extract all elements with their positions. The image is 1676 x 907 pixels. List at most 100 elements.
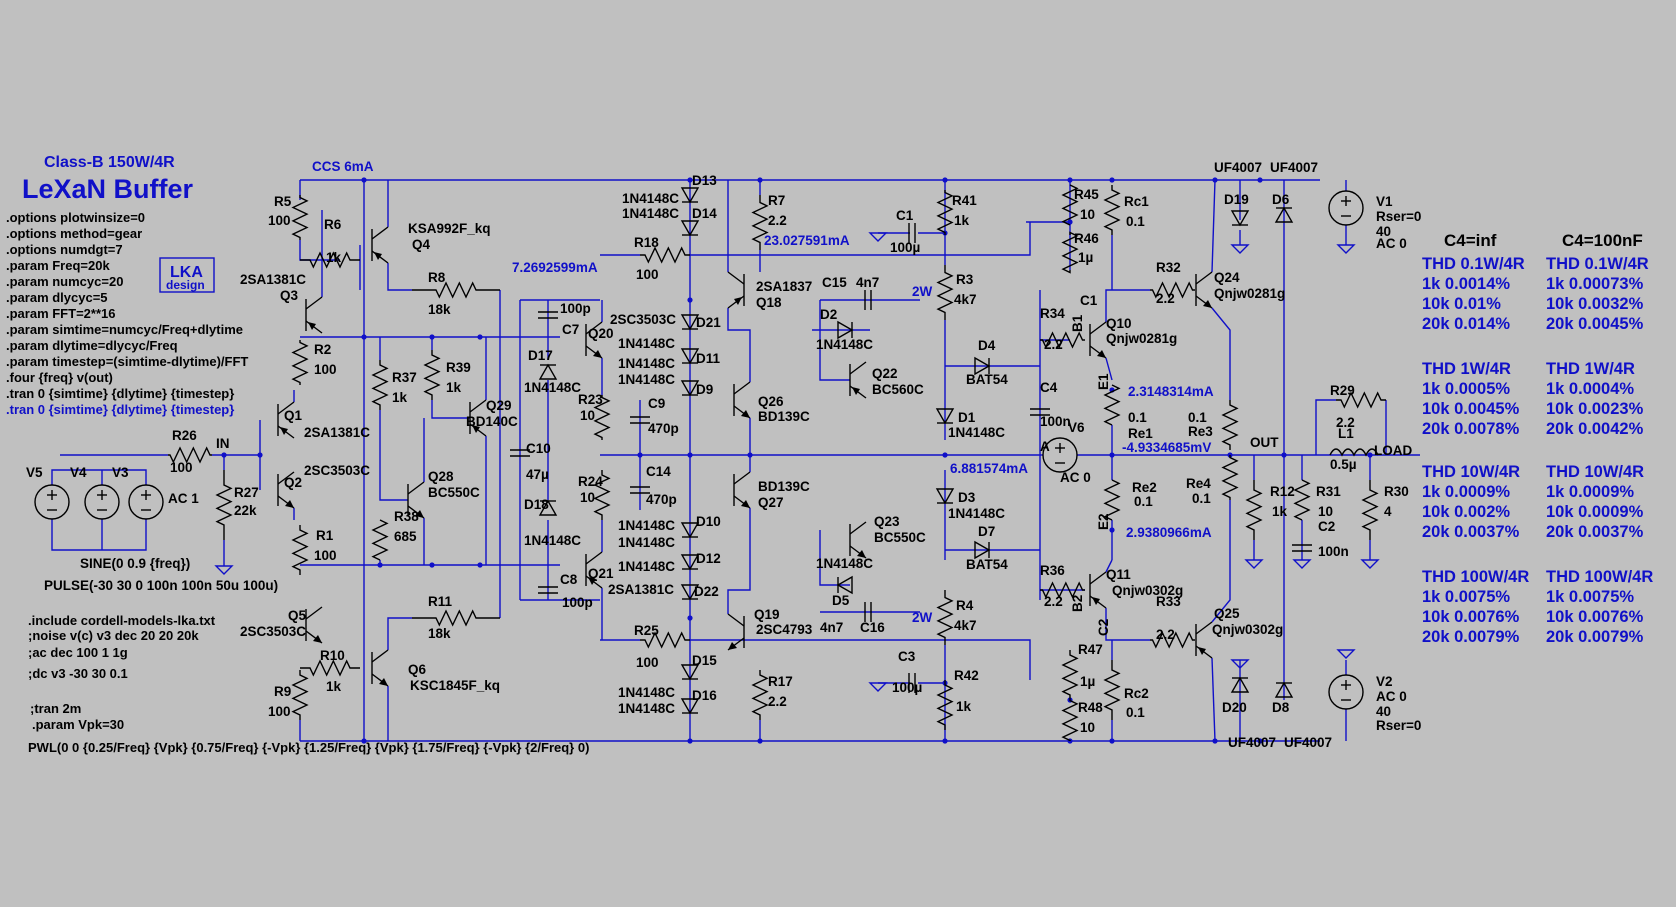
svg-text:Rser=0: Rser=0 (1376, 209, 1421, 224)
svg-text:Q5: Q5 (288, 608, 307, 623)
svg-text:47µ: 47µ (526, 467, 549, 482)
svg-text:R36: R36 (1040, 563, 1065, 578)
wire (1105, 608, 1112, 641)
junction-dot (361, 334, 367, 340)
transistor-arrow (280, 427, 288, 435)
svg-text:1N4148C: 1N4148C (618, 535, 675, 550)
transistor-collector (407, 481, 425, 495)
diode-symbol (538, 363, 558, 380)
svg-text:.param Freq=20k: .param Freq=20k (6, 258, 110, 273)
diode-symbol (680, 187, 700, 204)
svg-text:THD 10W/4R: THD 10W/4R (1422, 463, 1520, 481)
wire (51, 469, 147, 485)
wire (690, 222, 1031, 256)
diode-symbol (935, 488, 955, 505)
resistor-symbol (1061, 650, 1079, 700)
diode-symbol (1274, 206, 1294, 223)
wire (1105, 357, 1113, 381)
transistor-arrow (313, 635, 322, 643)
rotated-net-labels: B1 E1 E2 B2 C2 (1070, 314, 1111, 636)
svg-text:R8: R8 (428, 270, 446, 285)
svg-text:C8: C8 (560, 572, 578, 587)
svg-text:Q3: Q3 (280, 288, 299, 303)
svg-text:;ac dec 100 1 1g: ;ac dec 100 1 1g (28, 645, 128, 660)
svg-text:2.2: 2.2 (768, 213, 787, 228)
svg-text:R11: R11 (428, 594, 453, 609)
transistor-arrow (374, 252, 382, 260)
transistor-arrow (734, 297, 742, 305)
svg-text:D9: D9 (696, 382, 713, 397)
svg-text:C4=inf: C4=inf (1444, 231, 1497, 250)
transistor-collector (849, 521, 867, 535)
svg-text:R10: R10 (320, 648, 345, 663)
resistor-symbol (1150, 281, 1195, 299)
svg-text:R33: R33 (1156, 594, 1181, 609)
svg-text:20k 0.0079%: 20k 0.0079% (1422, 628, 1520, 646)
junction-dot (257, 452, 263, 458)
svg-text:.param timestep=(simtime-dlyti: .param timestep=(simtime-dlytime)/FFT (6, 354, 248, 369)
wire (1105, 559, 1113, 573)
svg-text:1N4148C: 1N4148C (618, 336, 675, 351)
diode-symbol (1230, 210, 1250, 227)
svg-text:R48: R48 (1078, 700, 1103, 715)
svg-text:D5: D5 (832, 593, 850, 608)
svg-text:Rc1: Rc1 (1124, 194, 1149, 209)
svg-text:100: 100 (314, 548, 337, 563)
wire (51, 519, 147, 551)
svg-text:40: 40 (1376, 224, 1391, 239)
wire (1211, 500, 1231, 623)
svg-text:THD 0.1W/4R: THD 0.1W/4R (1422, 255, 1525, 273)
transistor-collector (733, 471, 751, 485)
svg-text:Qnjw0281g: Qnjw0281g (1214, 286, 1285, 301)
svg-text:0.5µ: 0.5µ (1330, 457, 1357, 472)
svg-text:4n7: 4n7 (856, 275, 879, 290)
svg-text:1N4148C: 1N4148C (816, 556, 873, 571)
ground-symbol (1336, 244, 1356, 254)
svg-text:D16: D16 (692, 688, 717, 703)
svg-text:Q11: Q11 (1106, 567, 1131, 582)
svg-text:.tran 0 {simtime} {dlytime} {t: .tran 0 {simtime} {dlytime} {timestep} (6, 386, 234, 401)
transistor-collector (371, 226, 389, 240)
subtitle: Class-B 150W/4R (44, 154, 175, 171)
transistor-arrow (472, 425, 480, 433)
svg-text:C4=100nF: C4=100nF (1562, 231, 1643, 250)
svg-text:-4.9334685mV: -4.9334685mV (1122, 440, 1211, 455)
svg-text:2.3148314mA: 2.3148314mA (1128, 384, 1214, 399)
svg-text:2.2: 2.2 (1044, 594, 1063, 609)
transistor-arrow (1092, 597, 1100, 605)
ground-symbol (868, 682, 888, 692)
svg-text:;noise v(c) v3 dec 20 20 20k: ;noise v(c) v3 dec 20 20 20k (28, 628, 199, 643)
svg-text:;dc v3 -30 30 0.1: ;dc v3 -30 30 0.1 (28, 666, 128, 681)
svg-text:Q25: Q25 (1214, 606, 1240, 621)
svg-text:2.2: 2.2 (1156, 291, 1175, 306)
svg-text:100µ: 100µ (892, 680, 922, 695)
svg-text:BC560C: BC560C (872, 382, 924, 397)
ground-symbol (1230, 659, 1250, 669)
svg-text:1N4148C: 1N4148C (816, 337, 873, 352)
svg-text:2.2: 2.2 (1336, 415, 1355, 430)
svg-text:.param dlycyc=5: .param dlycyc=5 (6, 290, 108, 305)
svg-text:10k 0.0009%: 10k 0.0009% (1546, 503, 1644, 521)
transistor-collector (1089, 571, 1107, 585)
resistor-symbol (1061, 231, 1079, 274)
resistor-symbol (291, 195, 309, 240)
svg-text:BC550C: BC550C (874, 530, 926, 545)
svg-text:PWL(0 0 {0.25/Freq} {Vpk} {0.7: PWL(0 0 {0.25/Freq} {Vpk} {0.75/Freq} {-… (28, 740, 589, 755)
svg-text:R6: R6 (324, 217, 342, 232)
diode-symbol (974, 356, 991, 376)
svg-text:.four {freq} v(out): .four {freq} v(out) (6, 370, 113, 385)
svg-text:D7: D7 (978, 524, 995, 539)
wire (1105, 289, 1112, 322)
svg-text:4n7: 4n7 (820, 620, 843, 635)
svg-text:R45: R45 (1074, 187, 1099, 202)
svg-text:685: 685 (394, 529, 417, 544)
junction-dot (477, 334, 483, 340)
resistor-symbol (1245, 480, 1263, 540)
svg-text:KSA992F_kq: KSA992F_kq (408, 221, 491, 236)
svg-text:C2: C2 (1318, 519, 1335, 534)
svg-text:20k 0.0042%: 20k 0.0042% (1546, 420, 1644, 438)
transistor-arrow (857, 550, 866, 558)
transistor-arrow (308, 322, 316, 330)
svg-text:D4: D4 (978, 338, 996, 353)
svg-text:UF4007: UF4007 (1214, 160, 1262, 175)
